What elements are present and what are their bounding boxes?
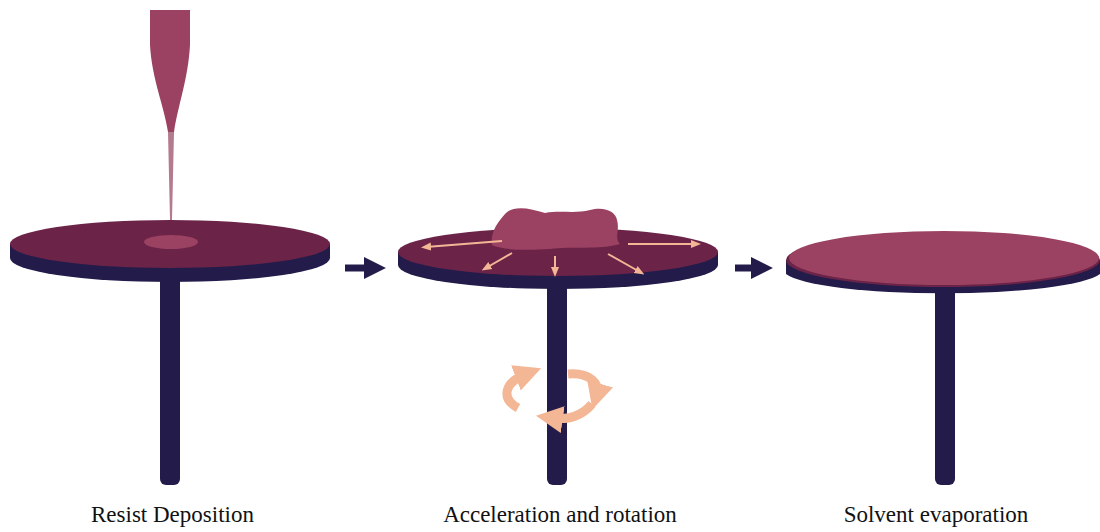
evaporation-stage-art xyxy=(786,231,1100,485)
spinner-shaft xyxy=(547,270,567,485)
resist-film xyxy=(789,231,1099,285)
stage-caption: Acceleration and rotation xyxy=(443,501,677,529)
wafer-top xyxy=(10,220,330,268)
stage-caption: Resist Deposition xyxy=(91,501,254,529)
pipette-needle xyxy=(168,132,174,220)
resist-drop xyxy=(144,235,198,249)
rotation-stage-art xyxy=(398,208,718,485)
flow-arrow xyxy=(735,265,764,272)
rotation-arrows xyxy=(507,374,598,419)
dispense-pipette xyxy=(150,10,190,132)
flow-arrow xyxy=(345,265,377,272)
stage-caption: Solvent evaporation xyxy=(844,501,1029,529)
spinner-shaft xyxy=(160,262,180,485)
spread-arrows xyxy=(426,241,696,272)
process-stage: Acceleration and rotation xyxy=(385,0,735,532)
process-stage: Resist Deposition xyxy=(0,0,345,532)
resist-puddle xyxy=(492,208,620,250)
process-stage: Solvent evaporation xyxy=(772,0,1100,532)
deposition-stage-art xyxy=(10,10,330,485)
spinner-shaft xyxy=(935,280,955,485)
